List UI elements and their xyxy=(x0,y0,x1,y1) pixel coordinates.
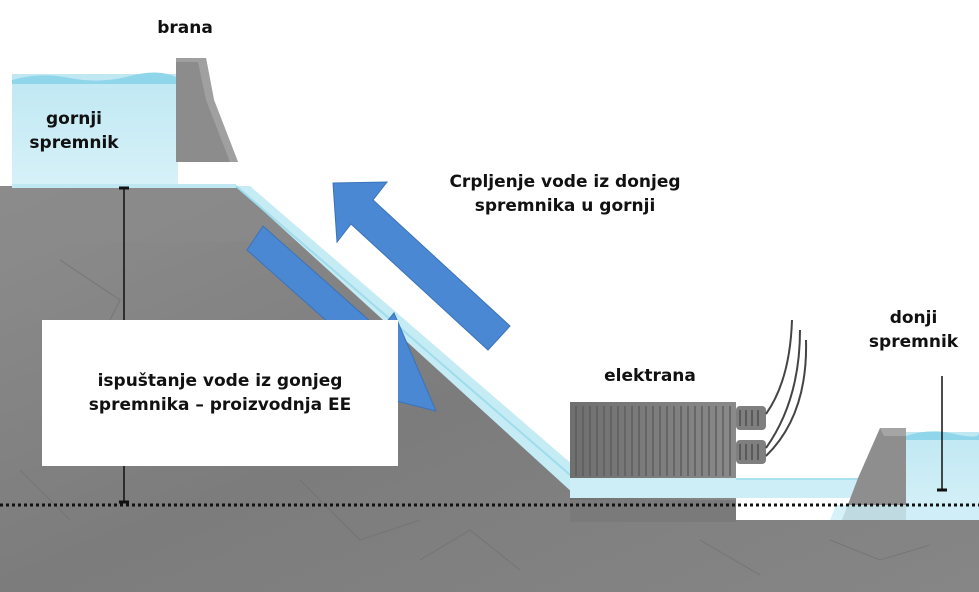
upper-reservoir-label: gornji spremnik xyxy=(29,109,119,153)
lower-reservoir-label: donji spremnik xyxy=(868,308,959,352)
dam-label: brana xyxy=(157,18,213,38)
lower-level-marker xyxy=(937,376,947,492)
penstock xyxy=(12,184,588,494)
power-plant xyxy=(570,319,808,522)
power-plant-label: elektrana xyxy=(604,366,696,386)
dam xyxy=(176,58,238,162)
release-label: ispuštanje vode iz gonjeg spremnika – pr… xyxy=(88,371,352,415)
release-label-box xyxy=(42,320,398,466)
terrain xyxy=(0,186,979,592)
pumping-label: Crpljenje vode iz donjeg spremnika u gor… xyxy=(449,172,681,216)
pumping-arrow xyxy=(332,181,511,351)
upper-reservoir-water xyxy=(12,72,178,186)
text-shadow-strip xyxy=(436,236,690,244)
